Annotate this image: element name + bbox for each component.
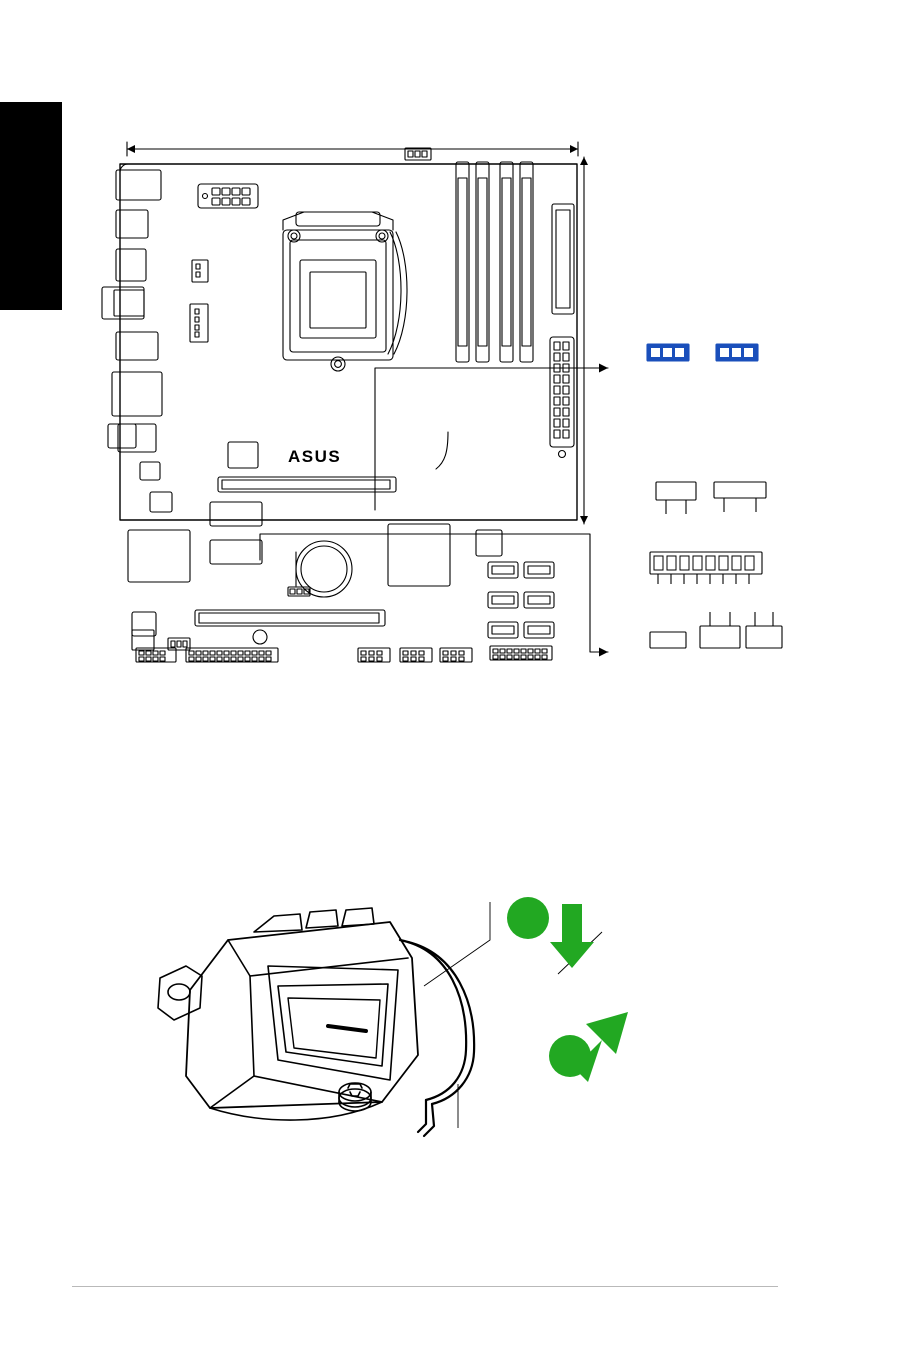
height-dimension-arrow — [580, 156, 588, 525]
memory-slots — [455, 161, 534, 363]
lower-connector-leader — [259, 533, 609, 657]
cmos-battery — [295, 540, 353, 598]
cpu-fan-header — [191, 259, 209, 283]
eps-power-connector — [197, 183, 259, 209]
footer-divider — [72, 1286, 778, 1287]
small-header-a — [189, 303, 209, 343]
atx-24pin-connector — [549, 336, 575, 459]
asus-logo: ASUS — [288, 447, 341, 466]
step-arrows — [507, 897, 628, 1082]
chassis-fan-header-top — [404, 147, 432, 161]
chipset-heatsink — [387, 523, 451, 587]
front-panel-header-row — [649, 551, 763, 584]
header-pair-wide — [713, 481, 767, 512]
clrtc-jumper — [287, 586, 311, 597]
expansion-slots — [194, 476, 397, 627]
cpu-socket — [282, 211, 408, 372]
bottom-connector-group — [649, 612, 783, 649]
cpu-socket-figure — [150, 880, 710, 1170]
header-pair-small — [655, 481, 697, 514]
step-marker-1 — [507, 897, 594, 968]
width-dimension-arrow — [126, 145, 579, 153]
jumper-block-1 — [646, 343, 690, 362]
load-plate-leader — [423, 902, 491, 987]
chapter-tab — [0, 102, 62, 310]
motherboard-figure: ASUS — [100, 132, 800, 672]
right-edge-connector — [551, 203, 575, 315]
bottom-headers — [131, 629, 553, 663]
jumper-block-2 — [715, 343, 759, 362]
step-marker-2 — [549, 1012, 628, 1082]
sata-ports — [487, 561, 555, 639]
upper-connector-leader — [374, 363, 609, 511]
